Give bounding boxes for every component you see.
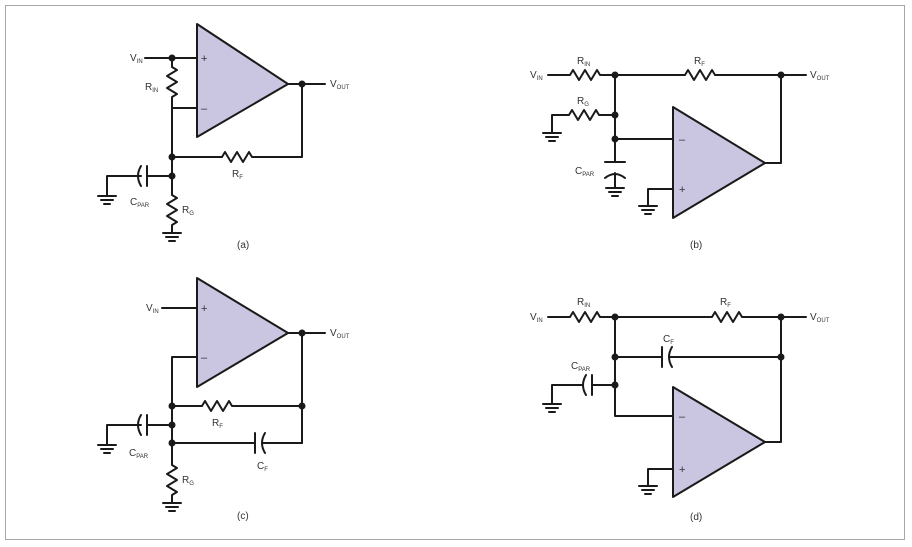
caption-c: (c) <box>237 511 249 522</box>
opamp-c <box>196 277 289 388</box>
cf-capacitor-c <box>171 432 303 454</box>
ground-cpar-d <box>542 403 562 413</box>
ground-rg-b <box>542 132 562 142</box>
rg-resistor-a <box>166 156 178 234</box>
minus-sign: – <box>201 352 208 364</box>
junction-dot <box>168 421 176 429</box>
rf-label: RF <box>232 169 243 181</box>
minus-sign: – <box>679 411 686 423</box>
cpar-capacitor-d <box>551 374 616 405</box>
cf-label: CF <box>257 461 268 473</box>
cpar-capacitor-a <box>106 165 173 197</box>
inverting-node-wire-b <box>614 74 674 140</box>
junction-dot <box>298 80 306 88</box>
feedback-wire-b <box>764 74 782 164</box>
ground-rg-c <box>162 502 182 512</box>
ground-cpar-c <box>97 444 117 454</box>
opamp-signs: + – – + + – – + <box>201 53 686 476</box>
cpar-capacitor-b <box>604 138 626 189</box>
junction-dot <box>168 54 176 62</box>
plus-sign: + <box>201 303 207 315</box>
cf-capacitor-d <box>614 346 782 368</box>
rg-label: RG <box>577 96 589 108</box>
vin-label: VIN <box>146 303 159 315</box>
cpar-label: CPAR <box>571 361 591 373</box>
junction-dot <box>611 313 619 321</box>
caption-d: (d) <box>690 512 702 523</box>
ground-rg-a <box>162 232 182 242</box>
ground-cpar-a <box>97 195 117 205</box>
vout-label: VOUT <box>330 79 350 91</box>
circuit-c <box>97 277 326 512</box>
noninverting-wire-d <box>647 468 674 487</box>
plus-sign: + <box>679 464 685 476</box>
rf-resistor-b <box>614 69 782 81</box>
plus-sign: + <box>679 184 685 196</box>
vout-label: VOUT <box>810 312 830 324</box>
rg-resistor-c <box>166 442 178 504</box>
rg-resistor-b <box>551 109 616 134</box>
rf-label: RF <box>720 297 731 309</box>
rf-resistor-c <box>171 400 303 412</box>
cpar-capacitor-c <box>106 414 173 446</box>
ground-cpar-b <box>605 187 625 197</box>
junction-dot <box>611 71 619 79</box>
circuit-a <box>97 23 326 242</box>
vin-label: VIN <box>530 312 543 324</box>
circuit-b <box>542 69 807 219</box>
rg-label: RG <box>182 475 194 487</box>
junction-dot <box>611 135 619 143</box>
junction-dot <box>168 439 176 447</box>
figure-frame <box>5 5 905 540</box>
junction-dot <box>611 381 619 389</box>
cf-label: CF <box>663 334 674 346</box>
ground-noninv-d <box>638 485 658 495</box>
rf-resistor-a <box>171 83 303 163</box>
rf-resistor-d <box>614 311 782 323</box>
minus-sign: – <box>679 134 686 146</box>
caption-a: (a) <box>237 240 249 251</box>
rin-resistor-a <box>166 57 198 109</box>
inverting-node-wire-c <box>171 356 198 444</box>
rin-label: RIN <box>145 82 158 94</box>
inverting-node-wire-d <box>614 316 674 417</box>
rf-label: RF <box>212 418 223 430</box>
rin-label: RIN <box>577 297 590 309</box>
junction-dot <box>777 71 785 79</box>
junction-dot <box>777 353 785 361</box>
feedback-wire-d <box>764 316 782 443</box>
minus-sign: – <box>201 103 208 115</box>
rf-label: RF <box>694 56 705 68</box>
vout-label: VOUT <box>810 70 830 82</box>
junction-dot <box>777 313 785 321</box>
junction-dot <box>611 353 619 361</box>
vin-label: VIN <box>130 53 143 65</box>
noninverting-wire-b <box>647 188 674 207</box>
junction-dot <box>168 402 176 410</box>
rin-resistor-b <box>547 69 616 81</box>
opamp-a <box>196 23 289 138</box>
rg-label: RG <box>182 205 194 217</box>
opamp-b <box>672 106 766 219</box>
cpar-label: CPAR <box>575 166 595 178</box>
junction-dot <box>168 172 176 180</box>
caption-b: (b) <box>690 240 702 251</box>
vin-label: VIN <box>530 70 543 82</box>
junction-dot <box>298 329 306 337</box>
cpar-label: CPAR <box>129 448 149 460</box>
circuit-d <box>542 311 807 498</box>
rin-resistor-d <box>547 311 616 323</box>
cpar-label: CPAR <box>130 197 150 209</box>
component-labels: VIN RIN VOUT RF CPAR RG (a) VIN RIN RF V… <box>129 53 830 523</box>
plus-sign: + <box>201 53 207 65</box>
junction-dot <box>168 153 176 161</box>
opamp-d <box>672 386 766 498</box>
vout-label: VOUT <box>330 328 350 340</box>
ground-noninv-b <box>638 205 658 215</box>
rin-label: RIN <box>577 56 590 68</box>
junction-dot <box>298 402 306 410</box>
junction-dot <box>611 111 619 119</box>
